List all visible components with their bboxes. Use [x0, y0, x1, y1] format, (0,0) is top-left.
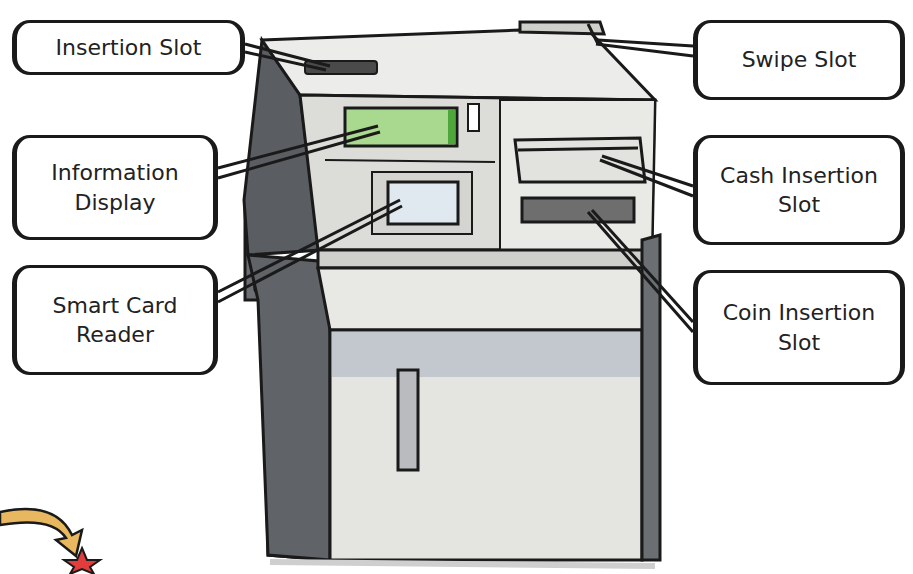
door-slot [398, 370, 418, 470]
callout-box: Cash Insertion Slot [693, 135, 905, 245]
leader-lines [218, 40, 693, 332]
information-display [345, 108, 457, 146]
callout-label: Insertion Slot [56, 33, 202, 62]
card-reader-frame [372, 172, 472, 234]
callout-box: Coin Insertion Slot [693, 270, 905, 385]
callout-label: Coin Insertion Slot [704, 298, 894, 356]
floor-shadow [270, 562, 655, 566]
cash-insertion-slot [518, 148, 638, 150]
callout-label: Information Display [23, 158, 207, 216]
callout-label: Smart Card Reader [23, 291, 207, 349]
cabinet-shadow [332, 332, 640, 377]
leader-line [600, 156, 693, 196]
leader-line [596, 40, 693, 56]
leader-line [218, 126, 380, 178]
cash-insertion-slot [515, 138, 645, 182]
ledge [318, 268, 655, 330]
leader-line [218, 200, 402, 302]
callout-box: Insertion Slot [12, 20, 245, 75]
callout-label: Cash Insertion Slot [704, 161, 894, 219]
callout-label: Swipe Slot [742, 45, 857, 74]
leader-line [245, 44, 330, 70]
callout-box: Swipe Slot [693, 20, 905, 100]
callout-box: Information Display [12, 135, 218, 240]
information-display [448, 110, 455, 144]
ledge [318, 250, 655, 268]
decor-star [64, 548, 100, 574]
smart-card-reader [388, 182, 458, 224]
leader-line [588, 210, 693, 332]
console-front [500, 100, 655, 250]
side-panel [248, 255, 330, 560]
cabinet [330, 330, 642, 560]
coin-insertion-slot [522, 198, 634, 222]
callout-box: Smart Card Reader [12, 265, 218, 375]
panel-edge [325, 160, 495, 162]
decor-arrow [0, 509, 82, 556]
swipe-slot [588, 24, 598, 44]
small-slot [468, 104, 479, 131]
